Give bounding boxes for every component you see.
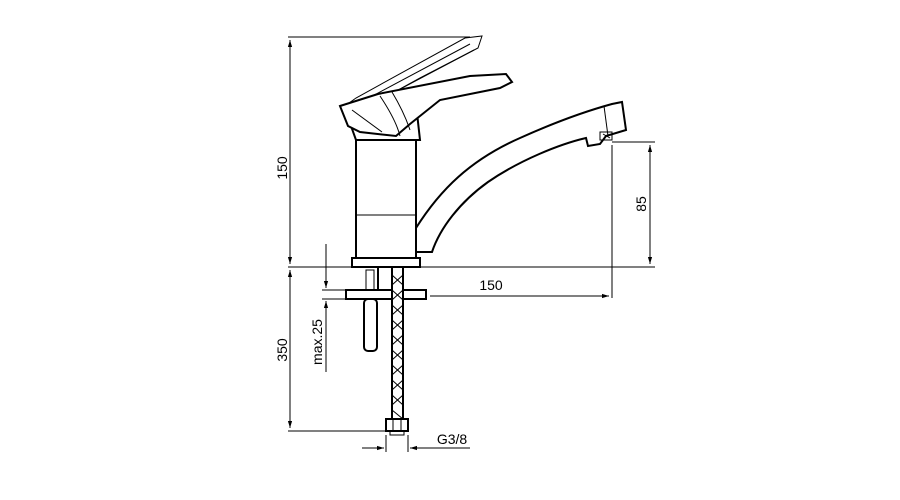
faucet-body: [351, 139, 421, 268]
spout-pipe: [415, 100, 628, 253]
label-connection-thread: G3/8: [437, 431, 468, 447]
mounting-parts: [345, 266, 427, 436]
body-cylinder: [355, 139, 417, 261]
aerator: [599, 131, 613, 141]
lever-lower: [338, 72, 514, 138]
label-max-thickness: max.25: [309, 319, 325, 365]
label-spout-reach: 150: [479, 277, 503, 293]
base-ring: [351, 257, 421, 268]
hose-nut: [385, 418, 409, 432]
label-hose-length: 350: [274, 338, 290, 362]
fixing-stud: [363, 298, 378, 352]
lever-handle: [338, 35, 514, 141]
mounting-plate: [345, 289, 427, 300]
label-total-height: 150: [274, 156, 290, 180]
spout: [415, 100, 628, 253]
dimension-lines: [287, 36, 655, 452]
label-spout-clearance: 85: [633, 196, 649, 212]
